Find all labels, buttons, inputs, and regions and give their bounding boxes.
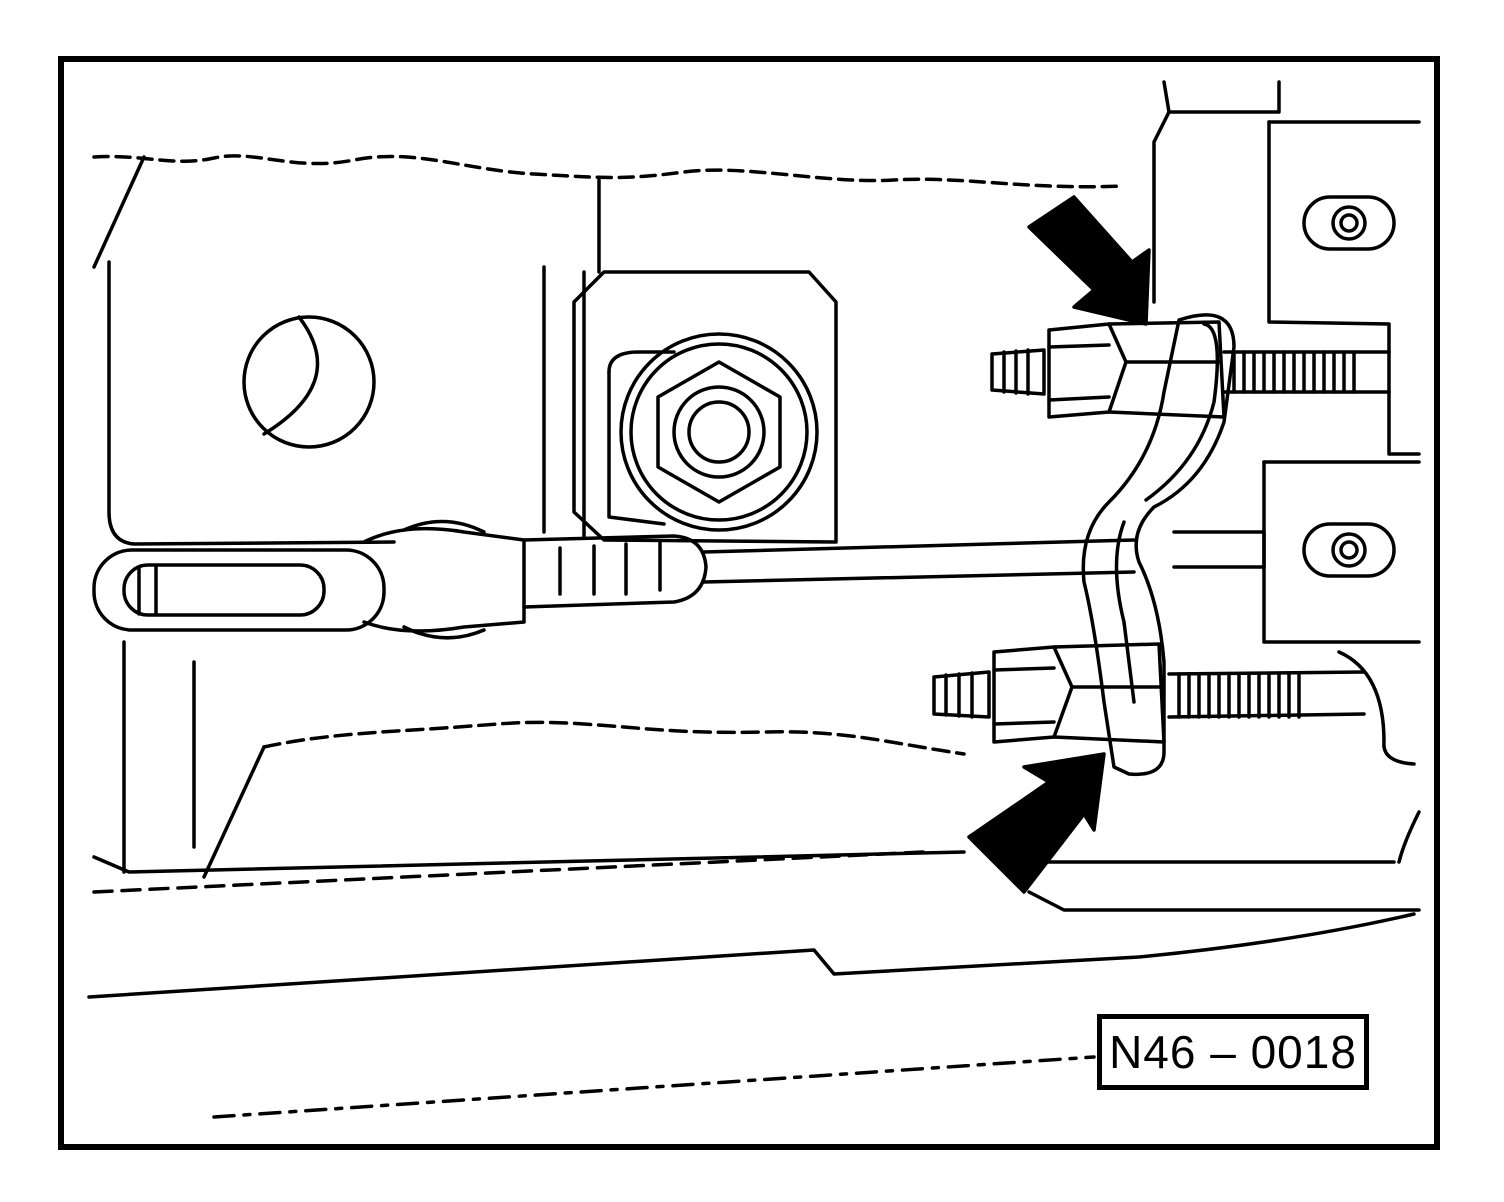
lower-slot-bolt-inner — [1339, 540, 1359, 560]
lower-slot-hole — [1302, 522, 1396, 578]
left-housing-edge — [92, 155, 146, 269]
upper-slot-bolt — [1331, 205, 1367, 241]
upper-bolt-thread — [1002, 348, 1030, 396]
clevis-body — [92, 548, 386, 632]
right-bracket-top — [1162, 80, 1281, 114]
upper-adjust-nut — [1107, 320, 1226, 419]
lower-bolt-tip — [932, 670, 991, 719]
central-nut-ring — [672, 385, 766, 479]
clevis-pin-bottom — [402, 625, 486, 640]
lower-housing-left — [202, 745, 266, 879]
figure-label: N46 – 0018 — [1097, 1014, 1369, 1090]
mounting-pad — [572, 270, 838, 544]
clevis-neck — [362, 526, 526, 633]
upper-slot-hole — [1302, 195, 1396, 251]
lower-locknut-faces — [992, 666, 1056, 726]
tensioner-plate-edge — [1144, 322, 1220, 502]
upper-break-line — [92, 154, 1126, 189]
mounting-pad-inner-2 — [607, 370, 666, 526]
upper-slot-bolt-inner — [1339, 213, 1359, 233]
housing-opening — [242, 315, 376, 449]
upper-locknut-faces — [1047, 343, 1111, 402]
lower-slot-bolt — [1331, 532, 1367, 568]
upper-thread-teeth — [1232, 350, 1356, 394]
rod-guide — [1172, 530, 1266, 569]
clevis-pin-top — [402, 519, 486, 534]
right-bracket-lower-2 — [1397, 810, 1421, 864]
diagram-frame: N46 – 0018 — [58, 56, 1440, 1150]
lower-break-line — [262, 720, 966, 756]
upper-locknut — [1047, 322, 1128, 419]
right-bracket-outer — [1152, 110, 1171, 304]
lower-thread-teeth — [1177, 672, 1301, 719]
sleeve-ribs — [558, 540, 662, 596]
lower-adjust-nut — [1052, 642, 1166, 744]
arrow-down-right-icon — [1027, 195, 1151, 326]
bottom-edge-2 — [1027, 890, 1421, 912]
bottom-dashed — [212, 1055, 1096, 1119]
tensioner-plate — [1081, 313, 1236, 777]
lower-bolt-thread — [944, 671, 974, 719]
central-washer-outer — [619, 332, 819, 532]
lower-locknut — [992, 645, 1074, 744]
lower-dashed-1 — [92, 850, 926, 894]
lower-thread-right — [1167, 670, 1366, 719]
central-hex-nut — [656, 360, 782, 504]
upper-thread-right — [1222, 350, 1391, 394]
mounting-pad-inner — [607, 350, 676, 374]
mechanical-drawing — [87, 80, 1421, 1119]
housing-opening-inner — [262, 315, 320, 436]
right-bracket-body-4 — [1262, 460, 1421, 644]
bottom-edge-1 — [87, 912, 1416, 999]
arrow-up-right-icon — [967, 752, 1106, 894]
clevis-slot — [122, 563, 326, 617]
cable-sleeve — [522, 534, 708, 609]
left-housing-body — [107, 260, 396, 546]
right-bracket-lower — [1337, 650, 1416, 766]
clevis-slot-lines — [137, 565, 158, 616]
adjuster-rod-top — [702, 538, 1136, 554]
upper-bolt-tip — [990, 348, 1046, 396]
lower-housing-base — [92, 850, 966, 874]
adjuster-rod-bottom — [702, 570, 1136, 584]
central-washer-middle — [629, 342, 809, 522]
right-bracket-body-2 — [1267, 120, 1421, 456]
central-bolt — [687, 400, 751, 464]
tensioner-plate-edge-2 — [1114, 520, 1136, 704]
